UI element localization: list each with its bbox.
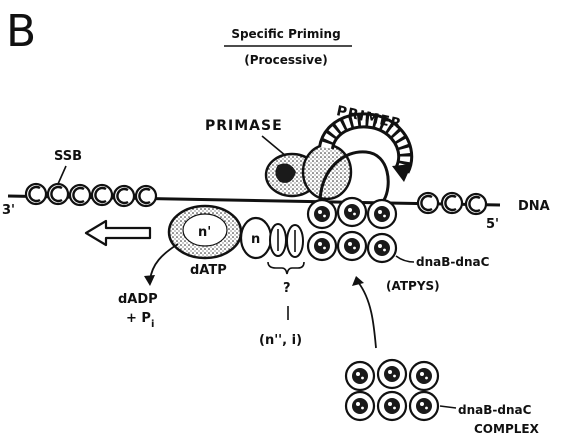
- question-mark: ?: [283, 281, 291, 296]
- hydrolysis-arrowhead: [144, 275, 155, 286]
- hydrolysis-arrow: [150, 244, 178, 280]
- n-double-prime-label: (n'', i): [259, 333, 302, 348]
- plus-pi-label: + Pi: [126, 311, 154, 330]
- panel-letter: B: [6, 6, 36, 57]
- diagram-subtitle: (Processive): [244, 53, 328, 67]
- diagram-title: Specific Priming: [231, 27, 340, 41]
- ssb-cluster-right: [418, 193, 486, 214]
- primase-label: PRIMASE: [205, 118, 283, 134]
- complex-label: COMPLEX: [474, 422, 540, 436]
- primase-leader-line: [262, 136, 286, 156]
- complex-leader-line: [440, 406, 456, 408]
- dnab-dnac-label: dnaB-dnaC: [416, 255, 490, 269]
- recruitment-arrow: [358, 282, 376, 348]
- dna-label: DNA: [518, 199, 550, 214]
- five-prime-label: 5': [486, 217, 499, 232]
- dnab-dnac-bound: [308, 198, 396, 262]
- movement-arrow: [86, 221, 150, 245]
- dnab-dnac-leader-line: [396, 256, 414, 262]
- dadp-label: dADP: [118, 292, 158, 307]
- n-label: n: [251, 232, 260, 247]
- three-prime-label: 3': [2, 203, 15, 218]
- ssb-label: SSB: [54, 149, 82, 164]
- n-double-prime-brace: [268, 262, 304, 274]
- dnab-dnac-complex: [346, 360, 438, 420]
- ssb-cluster-left: [26, 184, 156, 206]
- n-double-prime-units: [270, 224, 303, 257]
- datp-label: dATP: [190, 263, 227, 278]
- dnab-dnac-complex-label: dnaB-dnaC: [458, 403, 532, 417]
- n-prime-label: n': [198, 225, 211, 240]
- recruitment-arrowhead: [352, 276, 364, 286]
- atpys-label: (ATPYS): [386, 279, 440, 293]
- ssb-leader-line: [58, 166, 66, 184]
